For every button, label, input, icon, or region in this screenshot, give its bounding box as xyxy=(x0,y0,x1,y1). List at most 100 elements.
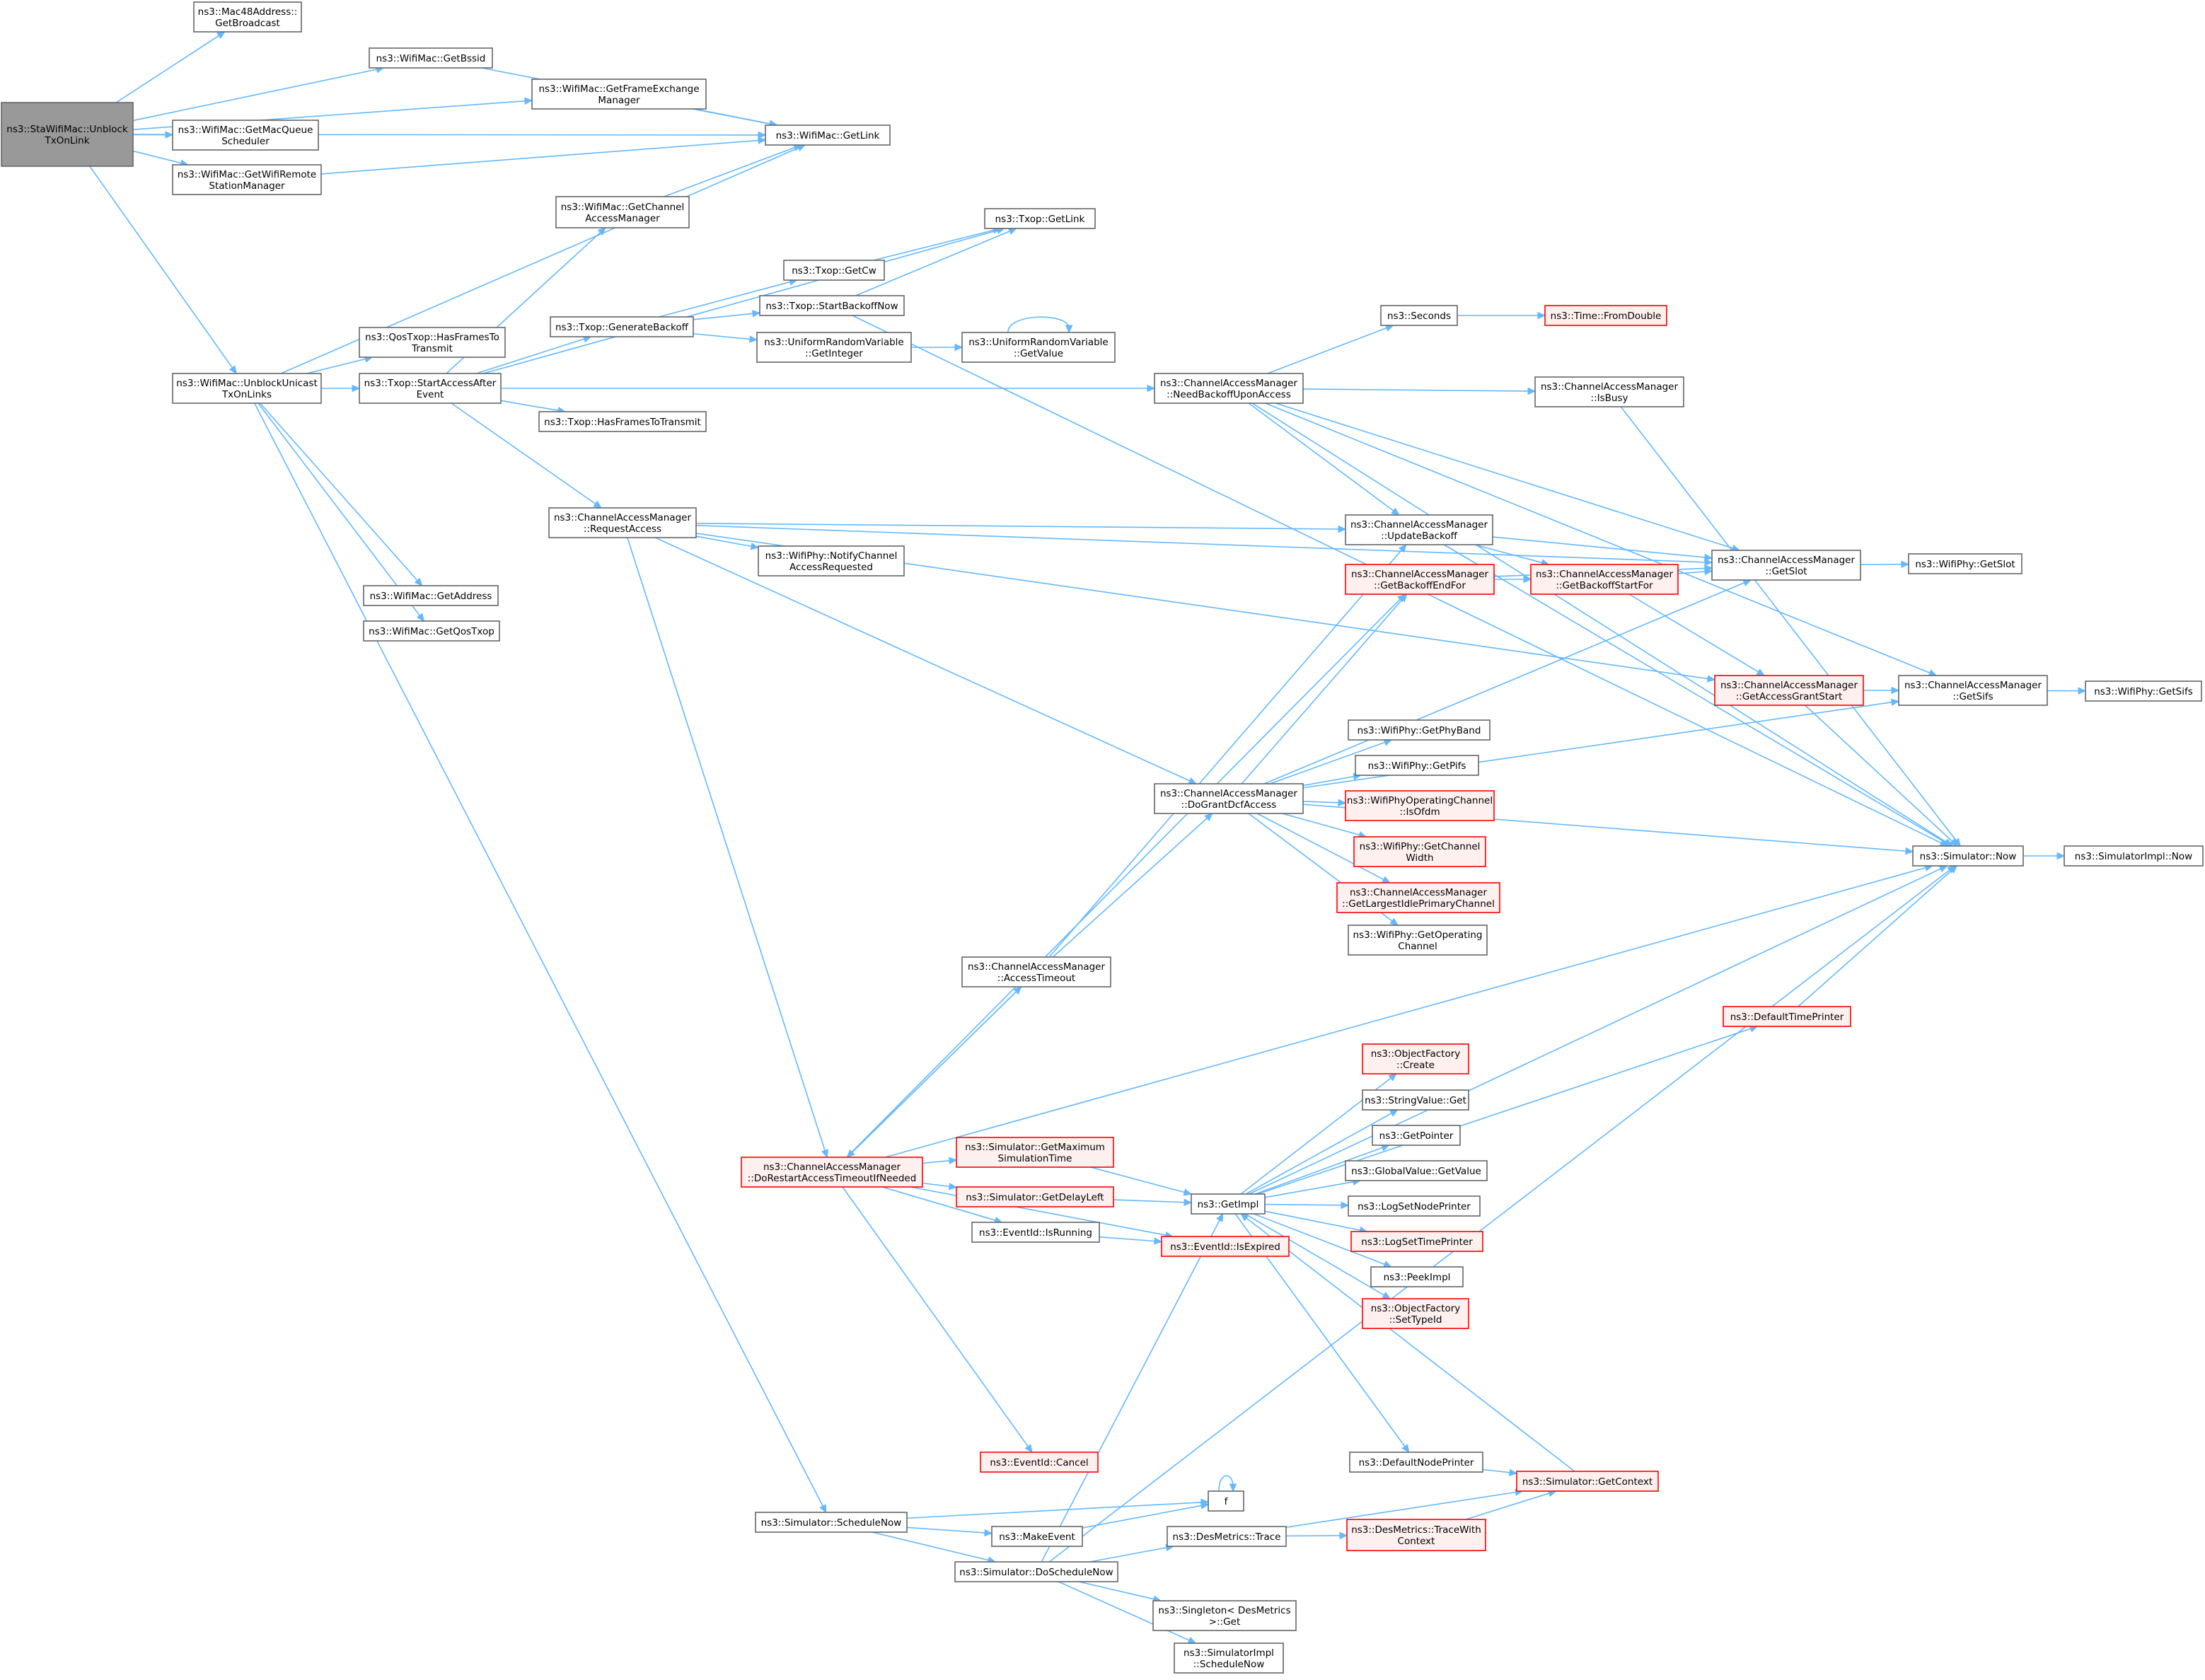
node-logsetnode[interactable]: ns3::LogSetNodePrinter xyxy=(1348,1195,1481,1217)
edge-arrowhead xyxy=(416,613,425,622)
node-macgetlink[interactable]: ns3::WifiMac::GetLink xyxy=(765,124,891,146)
node-label: Width xyxy=(1406,852,1433,864)
node-isexpired[interactable]: ns3::EventId::IsExpired xyxy=(1161,1236,1290,1257)
node-qoshasframes[interactable]: ns3::QosTxop::HasFramesToTransmit xyxy=(359,327,506,358)
node-label: ns3::EventId::IsExpired xyxy=(1170,1241,1280,1253)
node-needbackoff[interactable]: ns3::ChannelAccessManager::NeedBackoffUp… xyxy=(1154,373,1304,404)
node-phygetslot[interactable]: ns3::WifiPhy::GetSlot xyxy=(1908,553,2022,574)
node-accesstimeout[interactable]: ns3::ChannelAccessManager::AccessTimeout xyxy=(961,956,1111,987)
edge-line xyxy=(695,535,753,548)
node-label: ns3::Simulator::GetMaximum xyxy=(965,1142,1105,1153)
edge-line xyxy=(500,400,560,412)
node-urvgetval[interactable]: ns3::UniformRandomVariable::GetValue xyxy=(961,332,1116,363)
node-schedulenow[interactable]: ns3::Simulator::ScheduleNow xyxy=(755,1512,908,1533)
node-txophasframes[interactable]: ns3::Txop::HasFramesToTransmit xyxy=(538,411,707,432)
node-destrace[interactable]: ns3::DesMetrics::Trace xyxy=(1167,1526,1287,1547)
node-label: ns3::ChannelAccessManager xyxy=(1720,680,1858,691)
node-objfcreate[interactable]: ns3::ObjectFactory::Create xyxy=(1362,1043,1469,1074)
node-isbusy[interactable]: ns3::ChannelAccessManager::IsBusy xyxy=(1534,376,1684,407)
node-getcontext[interactable]: ns3::Simulator::GetContext xyxy=(1516,1471,1659,1492)
node-label: ns3::ChannelAccessManager xyxy=(1904,680,2042,691)
node-txopgetlink[interactable]: ns3::Txop::GetLink xyxy=(984,208,1096,229)
node-getwrsm[interactable]: ns3::WifiMac::GetWifiRemoteStationManage… xyxy=(172,164,322,195)
edge-arrowhead xyxy=(1065,325,1073,334)
node-isofdm[interactable]: ns3::WifiPhyOperatingChannel::IsOfdm xyxy=(1345,790,1495,821)
node-label: ns3::Txop::StartBackoffNow xyxy=(765,301,898,312)
node-notifychan[interactable]: ns3::WifiPhy::NotifyChannelAccessRequest… xyxy=(758,545,905,577)
node-getlargest[interactable]: ns3::ChannelAccessManager::GetLargestIdl… xyxy=(1336,882,1500,913)
node-getqostxop[interactable]: ns3::WifiMac::GetQosTxop xyxy=(363,620,500,642)
node-getdelayleft[interactable]: ns3::Simulator::GetDelayLeft xyxy=(956,1186,1114,1207)
node-phygetsifs[interactable]: ns3::WifiPhy::GetSifs xyxy=(2085,680,2202,702)
edge-urvgetint-to-urvgetval xyxy=(910,343,963,352)
node-dogrant[interactable]: ns3::ChannelAccessManager::DoGrantDcfAcc… xyxy=(1154,783,1304,814)
node-box xyxy=(555,196,690,228)
node-getimpl[interactable]: ns3::GetImpl xyxy=(1191,1193,1266,1215)
node-simimplsched[interactable]: ns3::SimulatorImpl::ScheduleNow xyxy=(1174,1643,1284,1674)
node-urvgetint[interactable]: ns3::UniformRandomVariable::GetInteger xyxy=(756,332,912,363)
node-stringget[interactable]: ns3::StringValue::Get xyxy=(1362,1089,1469,1111)
node-f[interactable]: f xyxy=(1208,1490,1244,1512)
node-cancel[interactable]: ns3::EventId::Cancel xyxy=(980,1452,1099,1473)
edge-arrowhead xyxy=(1200,1502,1210,1510)
node-isrunning[interactable]: ns3::EventId::IsRunning xyxy=(971,1222,1100,1243)
node-getbssid[interactable]: ns3::WifiMac::GetBssid xyxy=(369,47,493,69)
node-getaddress[interactable]: ns3::WifiMac::GetAddress xyxy=(363,585,499,606)
node-getcw[interactable]: ns3::Txop::GetCw xyxy=(783,260,885,281)
node-getbackoffstart[interactable]: ns3::ChannelAccessManager::GetBackoffSta… xyxy=(1530,564,1679,595)
node-box xyxy=(1362,1043,1469,1074)
node-updatebackoff[interactable]: ns3::ChannelAccessManager::UpdateBackoff xyxy=(1345,514,1493,545)
node-doschedulenow[interactable]: ns3::Simulator::DoScheduleNow xyxy=(954,1561,1118,1582)
node-defnodeprinter[interactable]: ns3::DefaultNodePrinter xyxy=(1349,1452,1483,1473)
edge-line xyxy=(306,358,366,374)
node-getaccessgrant[interactable]: ns3::ChannelAccessManager::GetAccessGran… xyxy=(1714,675,1864,706)
node-fromdouble[interactable]: ns3::Time::FromDouble xyxy=(1544,305,1667,326)
node-label: ns3::QosTxop::HasFramesTo xyxy=(365,332,499,343)
edge-line xyxy=(1302,775,1355,787)
edge-arrowhead xyxy=(593,500,602,509)
node-logsettime[interactable]: ns3::LogSetTimePrinter xyxy=(1350,1231,1483,1252)
node-getpointer[interactable]: ns3::GetPointer xyxy=(1372,1125,1461,1146)
node-camgetslot[interactable]: ns3::ChannelAccessManager::GetSlot xyxy=(1711,550,1861,581)
edge-line xyxy=(922,1182,951,1188)
node-startbackoffnow[interactable]: ns3::Txop::StartBackoffNow xyxy=(759,295,905,316)
node-genbackoff[interactable]: ns3::Txop::GenerateBackoff xyxy=(550,316,694,337)
node-seconds[interactable]: ns3::Seconds xyxy=(1380,305,1458,326)
node-label: ns3::DesMetrics::TraceWith xyxy=(1351,1524,1481,1536)
node-label: ns3::WifiPhy::GetPifs xyxy=(1368,760,1466,772)
node-simimplnow[interactable]: ns3::SimulatorImpl::Now xyxy=(2064,845,2204,867)
node-makeevent[interactable]: ns3::MakeEvent xyxy=(991,1526,1083,1547)
node-gvgetval[interactable]: ns3::GlobalValue::GetValue xyxy=(1345,1160,1488,1181)
node-simnow[interactable]: ns3::Simulator::Now xyxy=(1912,845,2024,867)
node-singletonget[interactable]: ns3::Singleton< DesMetrics >::Get xyxy=(1152,1600,1297,1631)
node-label: ns3::StaWifiMac::Unblock xyxy=(6,124,128,135)
node-label: ns3::SimulatorImpl::Now xyxy=(2075,851,2192,862)
edge-dorestart-to-accesstimeout xyxy=(846,986,1022,1158)
node-getphyband[interactable]: ns3::WifiPhy::GetPhyBand xyxy=(1348,719,1491,741)
node-requestaccess[interactable]: ns3::ChannelAccessManager::RequestAccess xyxy=(548,507,697,538)
node-getpifs[interactable]: ns3::WifiPhy::GetPifs xyxy=(1355,755,1479,776)
edge-getmaxsim-to-getimpl xyxy=(1090,1166,1193,1196)
node-box xyxy=(1152,1600,1297,1631)
node-dorestart[interactable]: ns3::ChannelAccessManager::DoRestartAcce… xyxy=(741,1157,923,1188)
node-objfsettype[interactable]: ns3::ObjectFactory::SetTypeId xyxy=(1362,1298,1469,1329)
node-getbackoffend[interactable]: ns3::ChannelAccessManager::GetBackoffEnd… xyxy=(1345,564,1495,595)
node-peekimpl[interactable]: ns3::PeekImpl xyxy=(1370,1266,1464,1287)
edge-line xyxy=(855,230,1011,296)
edge-needbackoff-to-camgetsifs xyxy=(1265,402,1938,676)
node-deftimeprinter[interactable]: ns3::DefaultTimePrinter xyxy=(1723,1006,1851,1027)
edge-isbusy-to-simnow xyxy=(1620,406,1961,847)
node-camgetsifs[interactable]: ns3::ChannelAccessManager::GetSifs xyxy=(1898,675,2048,706)
node-mac48[interactable]: ns3::Mac48Address::GetBroadcast xyxy=(193,1,302,33)
